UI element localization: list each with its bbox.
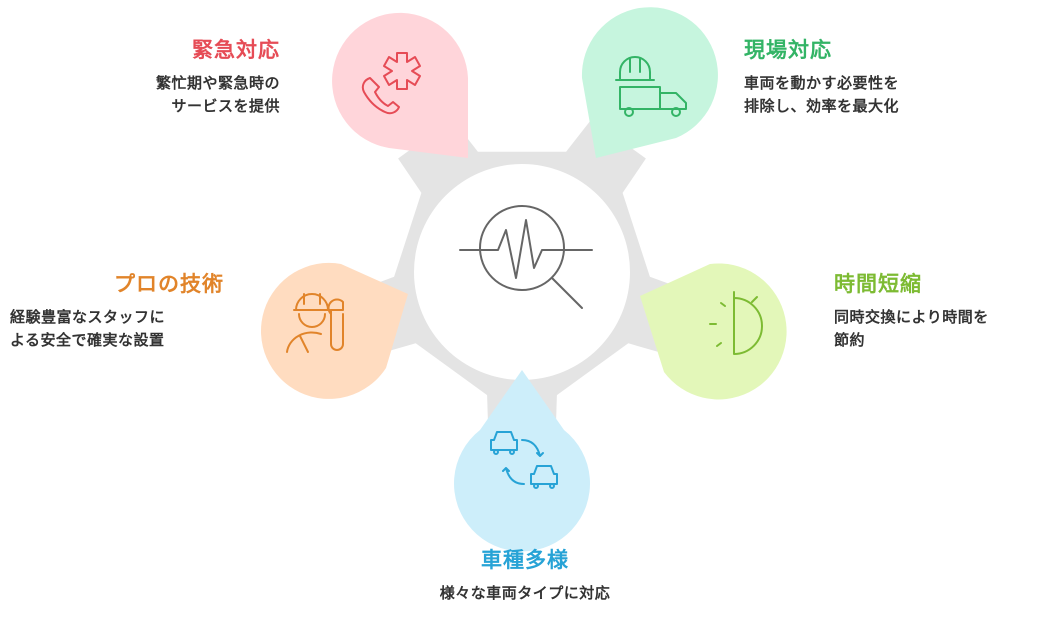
petal-time xyxy=(640,263,787,400)
onsite-desc-line2: 排除し、効率を最大化 xyxy=(744,97,900,115)
onsite-title: 現場対応 xyxy=(744,38,832,62)
pro-desc-line2: よる安全で確実な設置 xyxy=(10,331,165,349)
pro-title: プロの技術 xyxy=(114,272,224,296)
time-label: 時間短縮 同時交換により時間を 節約 xyxy=(834,270,1049,352)
cars-swap-icon xyxy=(490,431,558,489)
onsite-desc-line1: 車両を動かす必要性を xyxy=(744,74,900,92)
time-title: 時間短縮 xyxy=(834,272,922,296)
petal-vehicle xyxy=(454,370,590,552)
vehicle-label: 車種多様 様々な車両タイプに対応 xyxy=(375,546,675,605)
gear-ring xyxy=(355,119,689,437)
onsite-label: 現場対応 車両を動かす必要性を 排除し、効率を最大化 xyxy=(744,36,1004,118)
emergency-title: 緊急対応 xyxy=(192,38,280,62)
pulse-magnifier-icon xyxy=(459,205,593,309)
pro-desc-line1: 経験豊富なスタッフに xyxy=(10,308,166,326)
emergency-label: 緊急対応 繁忙期や緊急時の サービスを提供 xyxy=(60,36,280,118)
vehicle-desc-line1: 様々な車両タイプに対応 xyxy=(439,584,611,602)
phone-asterisk-icon xyxy=(361,52,421,115)
hardhat-truck-icon xyxy=(615,56,687,117)
petal-vehicle-shape xyxy=(454,370,590,552)
petal-emergency xyxy=(332,12,468,158)
petal-time-shape xyxy=(640,263,787,400)
half-stopwatch-icon xyxy=(709,291,763,355)
petal-onsite-shape xyxy=(581,7,718,159)
time-desc-line2: 節約 xyxy=(834,331,866,349)
petal-emergency-shape xyxy=(332,12,468,158)
emergency-desc-line2: サービスを提供 xyxy=(171,97,280,115)
petal-pro xyxy=(260,262,408,399)
time-desc-line1: 同時交換により時間を xyxy=(834,308,989,326)
vehicle-title: 車種多様 xyxy=(481,548,569,572)
emergency-desc-line1: 繁忙期や緊急時の xyxy=(155,74,280,92)
petal-onsite xyxy=(581,7,718,159)
worker-wrench-icon xyxy=(286,293,344,353)
petal-pro-shape xyxy=(260,262,408,399)
pro-label: プロの技術 経験豊富なスタッフに よる安全で確実な設置 xyxy=(10,270,250,352)
